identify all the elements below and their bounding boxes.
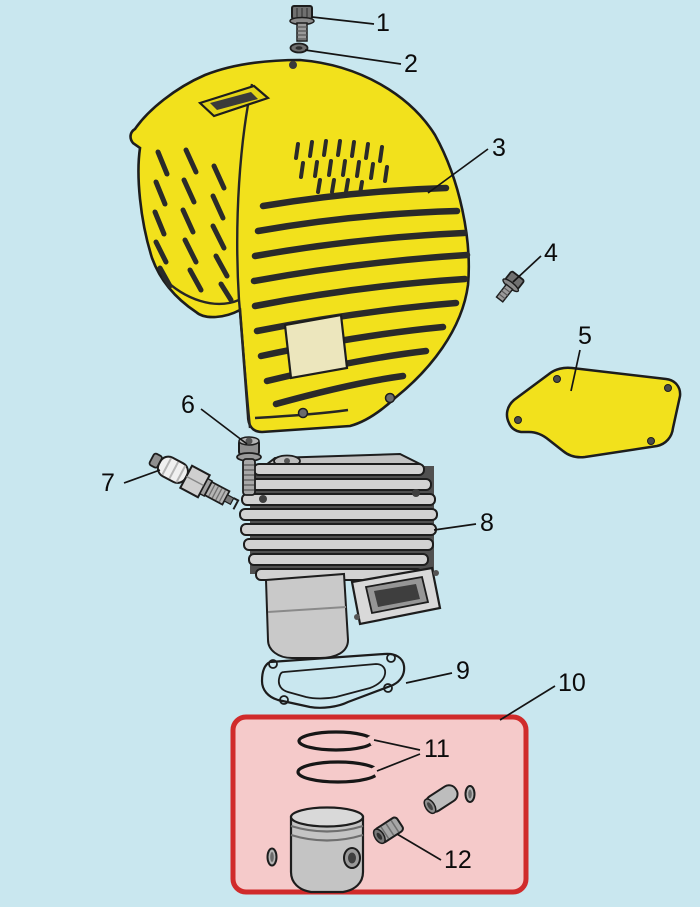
callout-label-2: 2 — [404, 50, 418, 78]
circlip-part — [266, 847, 278, 867]
engine-cover-part — [129, 58, 471, 434]
top-vent-cluster — [294, 139, 389, 196]
callout-label-11: 11 — [424, 735, 450, 763]
wrist-pin-part — [423, 784, 459, 815]
callout-labels: 1 2 3 4 5 6 7 8 9 10 11 12 — [101, 9, 592, 874]
exhaust-flange — [350, 566, 442, 626]
piston-kit-highlight-box — [230, 714, 529, 895]
leader-lines — [123, 16, 581, 861]
cylinder-bolt-part — [236, 436, 262, 496]
callout-label-5: 5 — [578, 322, 592, 350]
callout-label-7: 7 — [101, 469, 115, 497]
callout-label-12: 12 — [444, 846, 472, 874]
louver-vents — [250, 184, 471, 408]
callout-label-10: 10 — [558, 669, 586, 697]
cover-bolt-part — [289, 5, 315, 42]
washer-part — [289, 42, 309, 54]
circlip-part — [464, 785, 476, 803]
cover-hole — [384, 392, 396, 404]
piston-rings-part — [296, 730, 382, 784]
starter-handle-recess — [197, 84, 271, 118]
side-vent-slots — [152, 147, 234, 303]
callout-label-9: 9 — [456, 657, 470, 685]
cylinder-part — [239, 452, 442, 659]
callout-label-1: 1 — [376, 9, 390, 37]
cover-top-bolt-hole — [289, 61, 297, 69]
cover-recess-window — [283, 313, 349, 380]
callout-label-8: 8 — [480, 509, 494, 537]
needle-bearing-part — [372, 816, 404, 845]
cover-plate-part — [505, 366, 682, 459]
gasket-part — [260, 652, 406, 709]
spark-plug-part — [148, 452, 240, 510]
callout-label-3: 3 — [492, 134, 506, 162]
callout-label-6: 6 — [181, 391, 195, 419]
cover-hole — [297, 407, 309, 419]
piston-part — [289, 806, 365, 894]
callout-label-4: 4 — [544, 239, 558, 267]
